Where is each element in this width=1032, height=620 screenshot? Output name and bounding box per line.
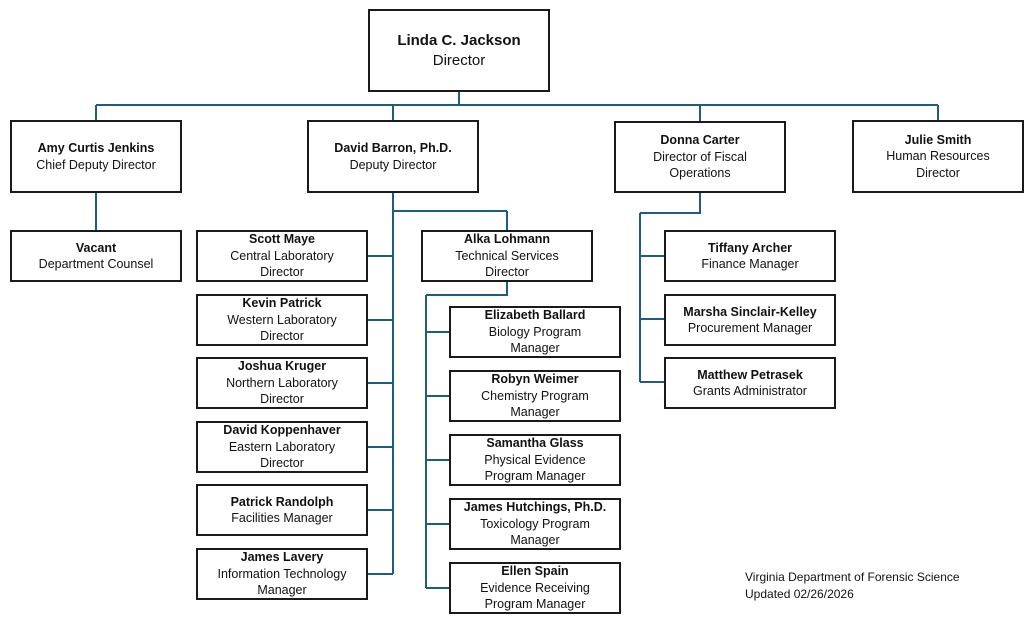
tech-services-name: Alka Lohmann	[463, 232, 551, 247]
lab-name: Kevin Patrick	[242, 296, 322, 311]
program-box: Elizabeth Ballard Biology Program Manage…	[449, 306, 621, 358]
director-title: Director	[432, 51, 486, 69]
program-box: Samantha Glass Physical Evidence Program…	[449, 434, 621, 486]
chief-deputy-title: Chief Deputy Director	[36, 157, 156, 172]
fiscal-staff-box: Marsha Sinclair-Kelley Procurement Manag…	[664, 294, 836, 346]
lab-box: Scott Maye Central Laboratory Director	[196, 230, 368, 282]
vacant-name: Vacant	[75, 240, 117, 255]
deputy-director-box: David Barron, Ph.D. Deputy Director	[307, 120, 479, 193]
program-name: Robyn Weimer	[491, 372, 579, 387]
director-name: Linda C. Jackson	[397, 31, 521, 49]
fiscal-staff-title: Procurement Manager	[687, 321, 813, 335]
hr-director-name: Julie Smith	[904, 132, 972, 147]
program-name: Ellen Spain	[501, 564, 569, 579]
chief-deputy-box: Amy Curtis Jenkins Chief Deputy Director	[10, 120, 182, 193]
fiscal-director-box: Donna Carter Director of Fiscal Operatio…	[614, 121, 786, 193]
program-title: Chemistry Program Manager	[481, 388, 589, 420]
footer-updated-date: Updated 02/26/2026	[745, 587, 854, 601]
lab-name: Scott Maye	[249, 232, 315, 247]
lab-box: Kevin Patrick Western Laboratory Directo…	[196, 294, 368, 346]
footer-organization: Virginia Department of Forensic Science	[745, 570, 960, 584]
fiscal-staff-name: Marsha Sinclair-Kelley	[683, 304, 817, 319]
tech-services-title: Technical Services Director	[455, 248, 559, 280]
fiscal-staff-box: Matthew Petrasek Grants Administrator	[664, 357, 836, 409]
program-title: Physical Evidence Program Manager	[484, 452, 586, 484]
lab-box: James Lavery Information Technology Mana…	[196, 548, 368, 600]
deputy-director-title: Deputy Director	[349, 157, 437, 172]
fiscal-staff-title: Grants Administrator	[693, 384, 807, 398]
deputy-director-name: David Barron, Ph.D.	[334, 141, 452, 155]
connector-fiscal-down	[640, 192, 701, 214]
fiscal-staff-name: Matthew Petrasek	[697, 367, 803, 382]
fiscal-staff-title: Finance Manager	[701, 257, 799, 271]
program-name: Samantha Glass	[486, 436, 584, 451]
lab-title: Western Laboratory Director	[227, 312, 337, 344]
lab-title: Northern Laboratory Director	[226, 375, 338, 407]
fiscal-staff-box: Tiffany Archer Finance Manager	[664, 230, 836, 282]
program-name: Elizabeth Ballard	[484, 308, 586, 323]
lab-title: Central Laboratory Director	[230, 248, 334, 280]
lab-box: Patrick Randolph Facilities Manager	[196, 484, 368, 536]
fiscal-director-title: Director of Fiscal Operations	[653, 149, 747, 181]
connector-tech-services-down	[426, 281, 508, 296]
hr-director-box: Julie Smith Human Resources Director	[852, 120, 1024, 193]
hr-director-title: Human Resources Director	[886, 149, 990, 180]
fiscal-staff-name: Tiffany Archer	[707, 240, 793, 255]
tech-services-box: Alka Lohmann Technical Services Director	[421, 230, 593, 282]
lab-title: Facilities Manager	[231, 511, 333, 525]
fiscal-director-name: Donna Carter	[660, 133, 740, 148]
footer-note: Virginia Department of Forensic Science …	[745, 569, 960, 603]
program-title: Evidence Receiving Program Manager	[480, 580, 590, 612]
lab-name: Joshua Kruger	[237, 359, 327, 374]
program-box: James Hutchings, Ph.D. Toxicology Progra…	[449, 498, 621, 550]
chief-deputy-name: Amy Curtis Jenkins	[37, 141, 155, 155]
program-name: James Hutchings, Ph.D.	[463, 500, 607, 515]
lab-box: Joshua Kruger Northern Laboratory Direct…	[196, 357, 368, 409]
program-title: Toxicology Program Manager	[480, 516, 590, 548]
program-box: Ellen Spain Evidence Receiving Program M…	[449, 562, 621, 614]
vacant-box: Vacant Department Counsel	[10, 230, 182, 282]
program-box: Robyn Weimer Chemistry Program Manager	[449, 370, 621, 422]
lab-box: David Koppenhaver Eastern Laboratory Dir…	[196, 421, 368, 473]
program-title: Biology Program Manager	[488, 324, 582, 356]
vacant-title: Department Counsel	[38, 257, 154, 271]
lab-name: James Lavery	[240, 550, 324, 565]
lab-name: Patrick Randolph	[230, 494, 334, 509]
lab-name: David Koppenhaver	[223, 423, 341, 438]
director-box: Linda C. Jackson Director	[368, 9, 550, 92]
lab-title: Information Technology Manager	[217, 566, 347, 598]
lab-title: Eastern Laboratory Director	[228, 439, 336, 471]
